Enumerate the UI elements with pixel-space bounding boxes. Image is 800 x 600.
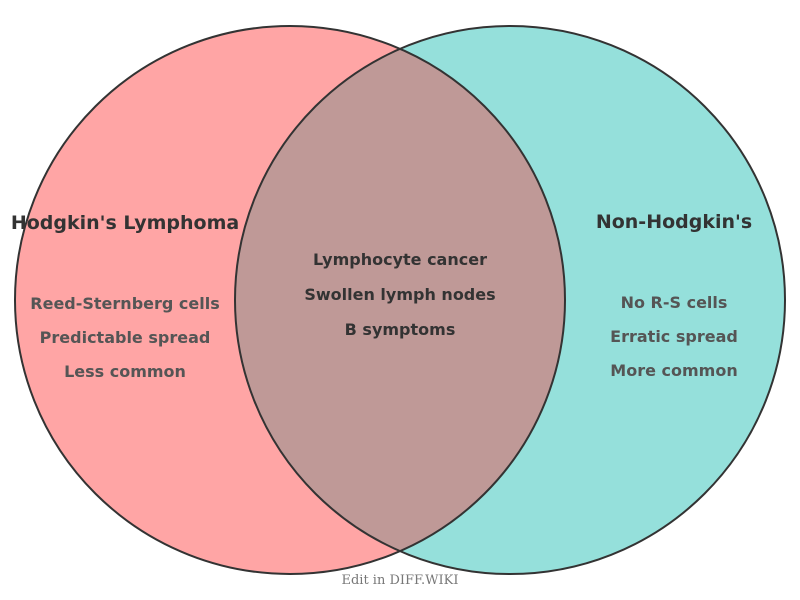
overlap-region bbox=[235, 26, 565, 574]
left-set-outline bbox=[14, 25, 566, 575]
left-set-item: Predictable spread bbox=[40, 328, 211, 347]
left-set-title: Hodgkin's Lymphoma bbox=[11, 212, 239, 234]
overlap-item: Lymphocyte cancer bbox=[313, 250, 487, 269]
right-set-title: Non-Hodgkin's bbox=[596, 211, 752, 233]
right-set-item: No R-S cells bbox=[621, 293, 728, 312]
overlap-item: B symptoms bbox=[345, 320, 456, 339]
left-set-item: Less common bbox=[64, 362, 186, 381]
right-set-item: More common bbox=[610, 361, 737, 380]
left-set-item: Reed-Sternberg cells bbox=[30, 294, 219, 313]
footer-edit-link[interactable]: Edit in DIFF.WIKI bbox=[341, 573, 459, 588]
overlap-item: Swollen lymph nodes bbox=[304, 285, 495, 304]
right-set-item: Erratic spread bbox=[610, 327, 738, 346]
right-set-outline bbox=[234, 25, 786, 575]
